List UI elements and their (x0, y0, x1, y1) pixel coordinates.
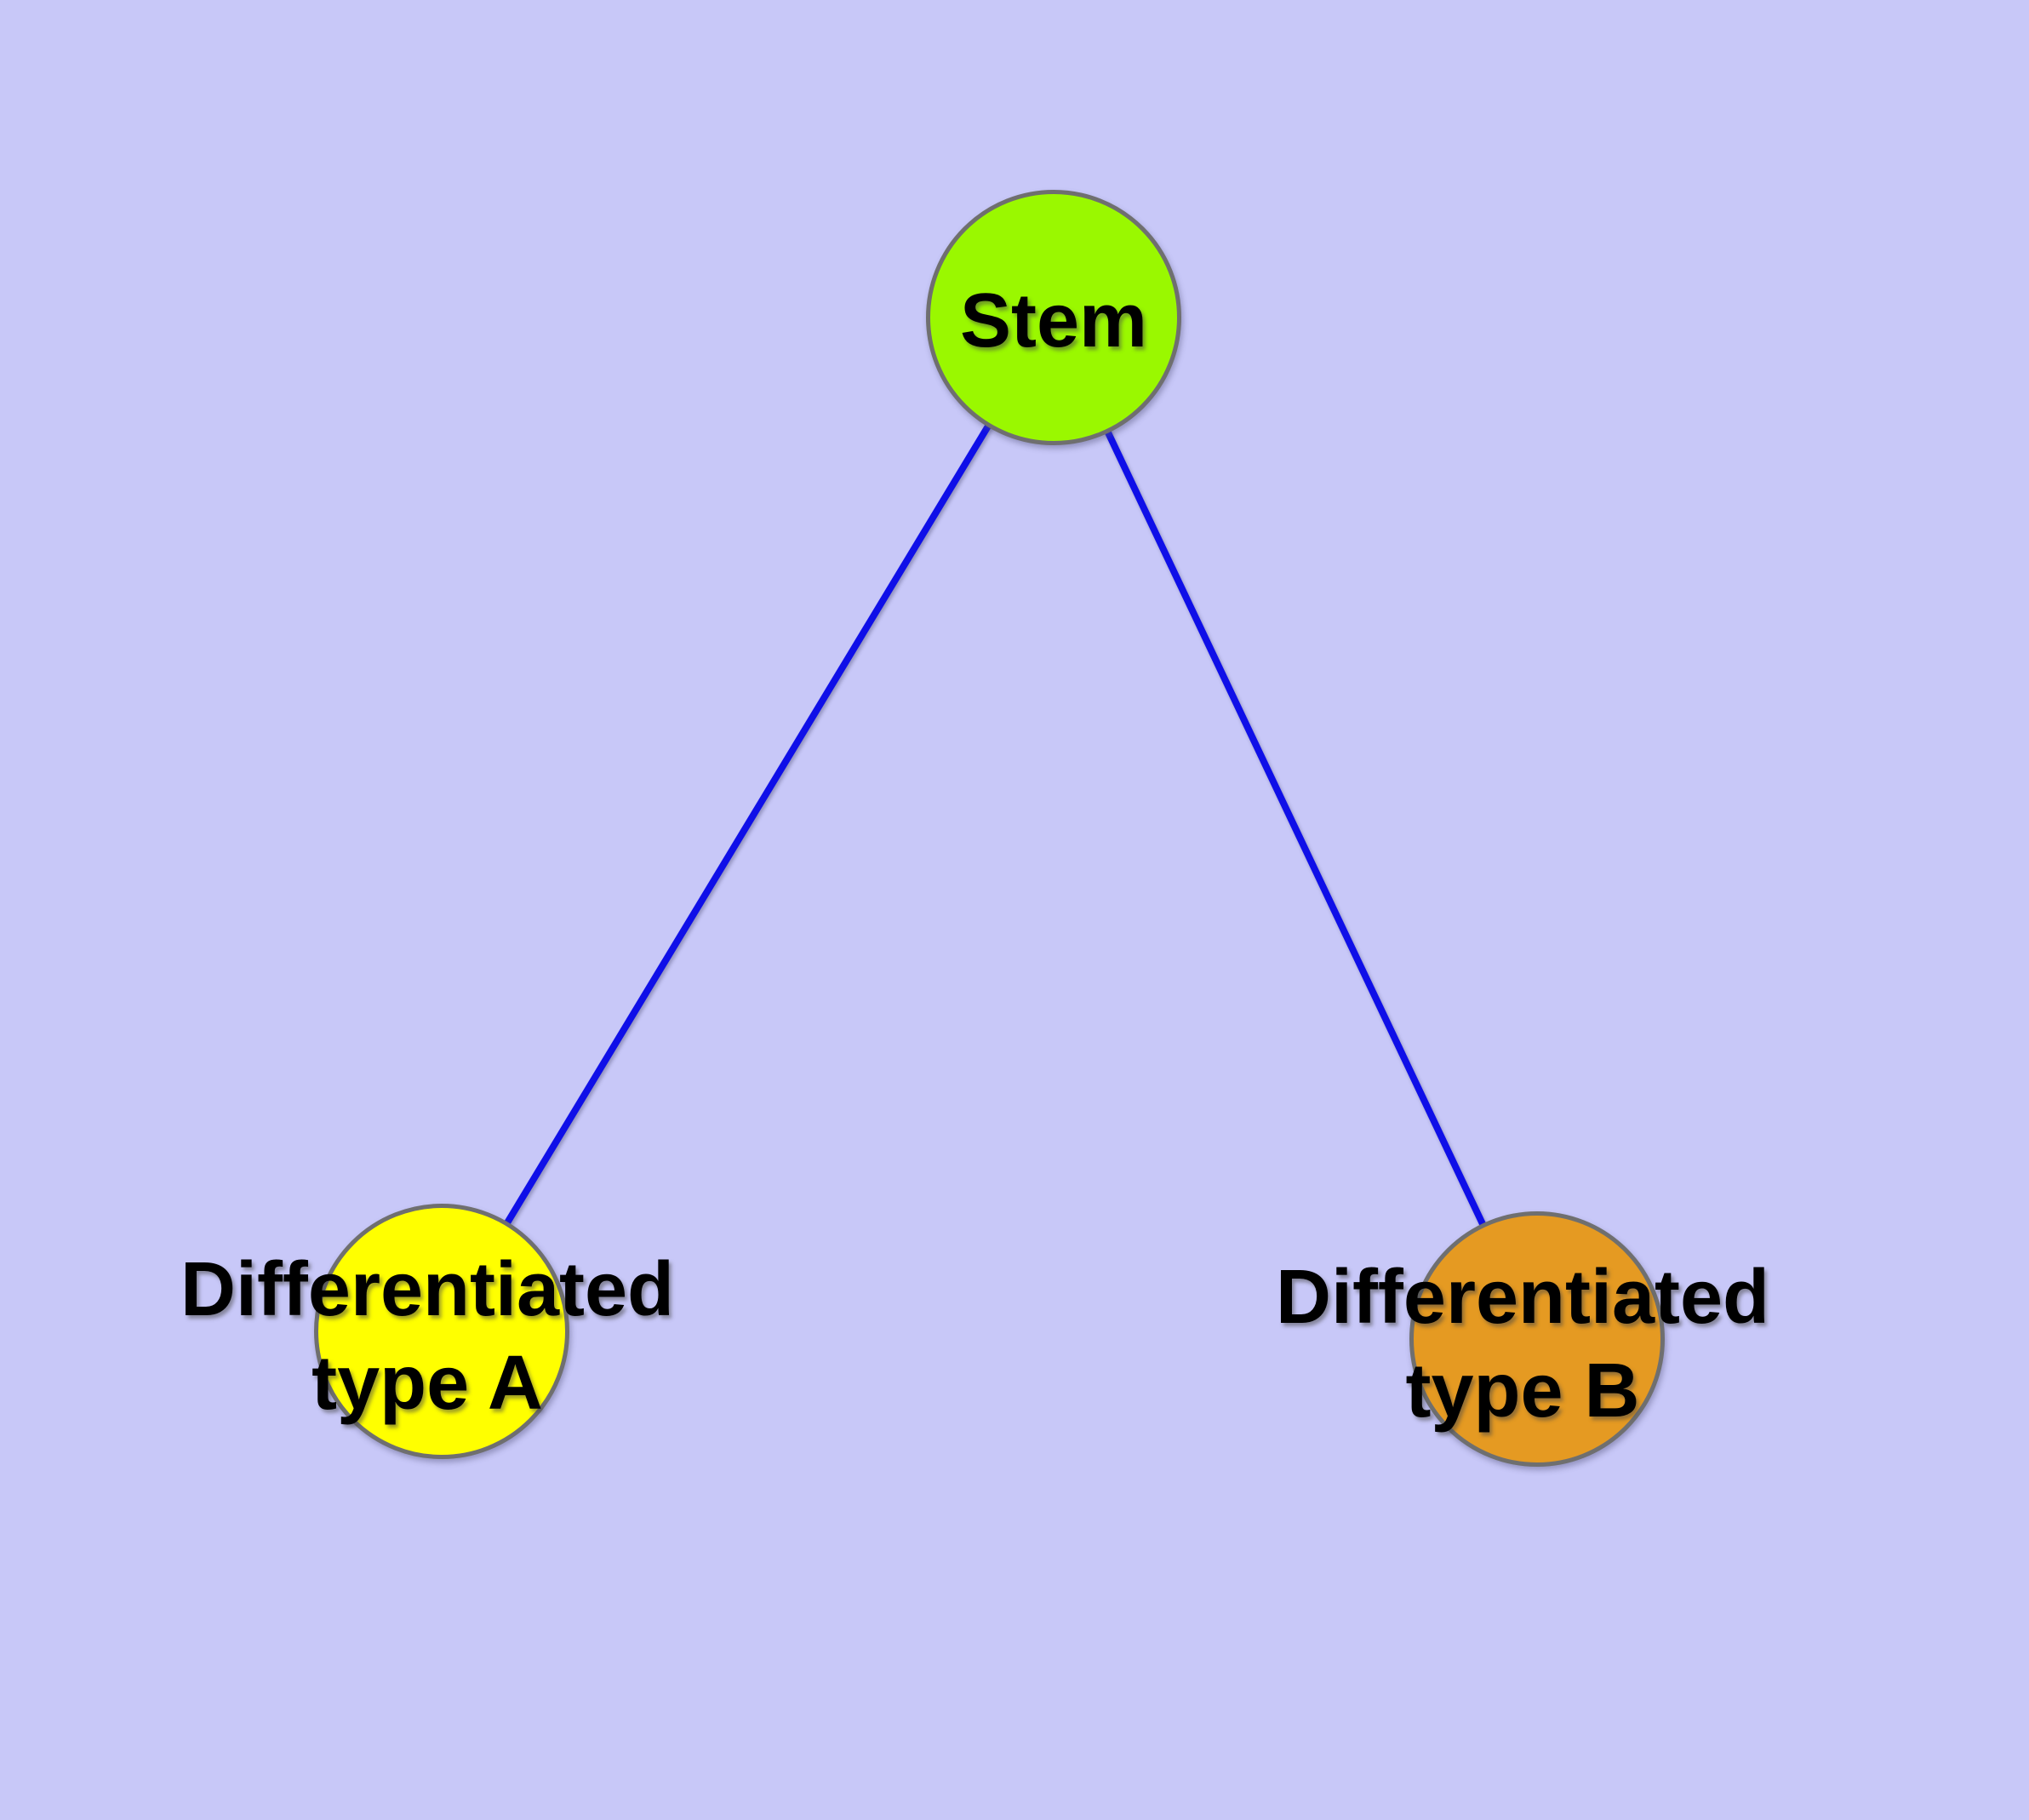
node-differentiated-type-b-circle[interactable] (1409, 1211, 1665, 1467)
node-differentiated-type-a-circle[interactable] (314, 1204, 569, 1459)
edge-stem-to-type-b[interactable] (1050, 316, 1540, 1341)
edge-stem-to-type-a[interactable] (438, 315, 1057, 1334)
node-stem-circle[interactable] (926, 190, 1181, 445)
